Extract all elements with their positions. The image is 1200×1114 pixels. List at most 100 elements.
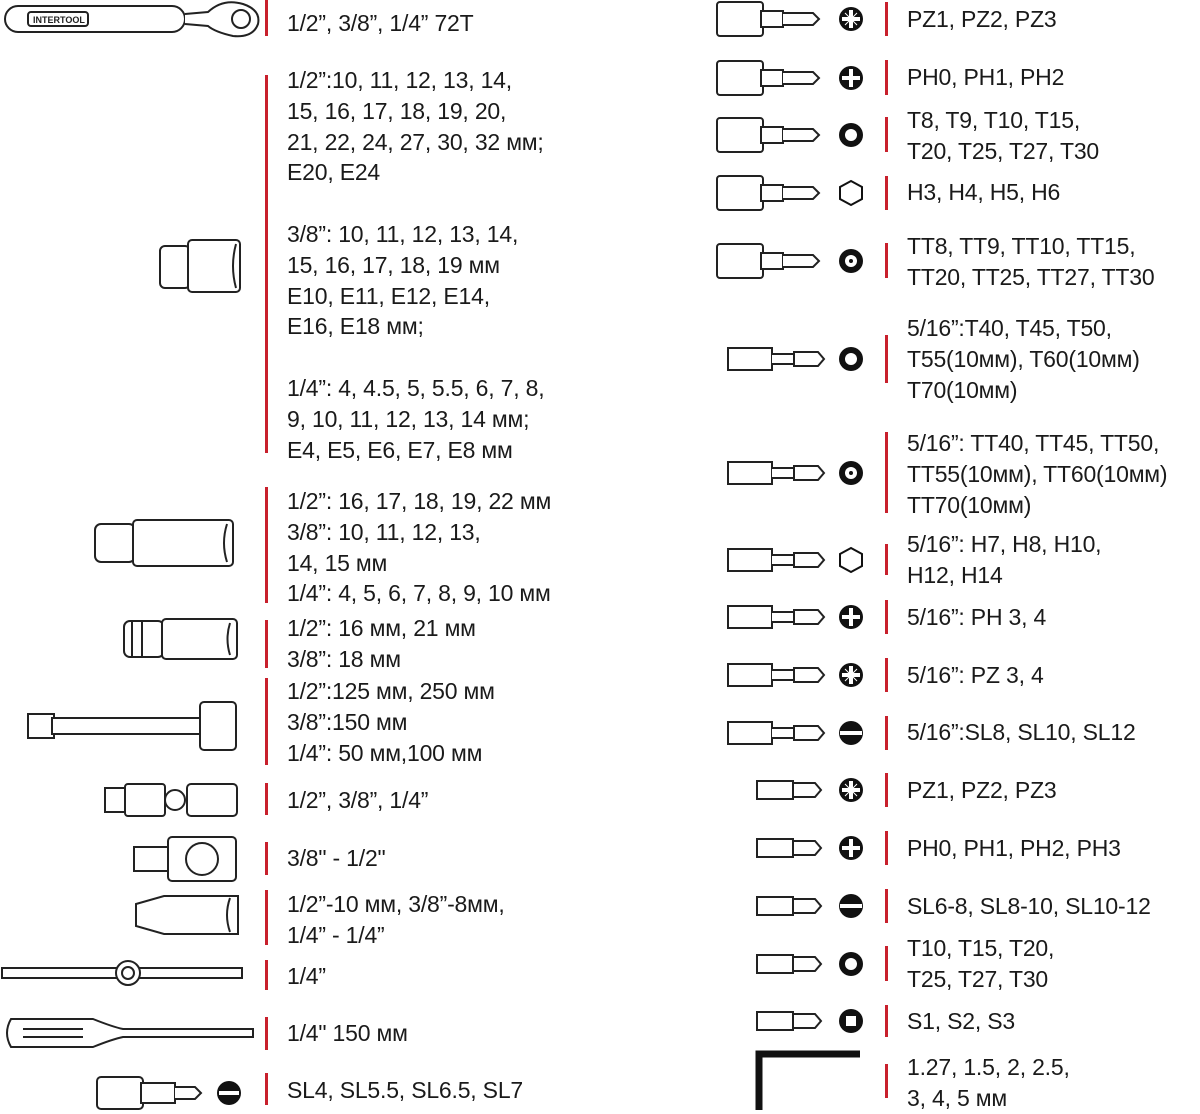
slotted-icon (838, 893, 864, 919)
bit-socket-icon (715, 173, 825, 213)
spec-text: 5/16”: H7, H8, H10, H12, H14 (907, 531, 1102, 588)
spec-text: 1/2”:125 мм, 250 мм 3/8”:150 мм 1/4”: 50… (287, 678, 495, 766)
hex-key-icon (755, 1050, 865, 1112)
torx-icon (838, 951, 864, 977)
bit-socket-icon (715, 0, 825, 39)
bit-socket-icon (715, 115, 825, 155)
spec-text: 5/16”:T40, T45, T50, T55(10мм), T60(10мм… (907, 315, 1140, 403)
bit-socket-icon (715, 241, 825, 281)
spec-text: 1/2”-10 мм, 3/8”-8мм, 1/4” - 1/4” (287, 891, 505, 948)
torx-tamper-icon (838, 460, 864, 486)
spec-text: H3, H4, H5, H6 (907, 179, 1061, 205)
divider-line (885, 716, 888, 750)
spec-text: 1.27, 1.5, 2, 2.5, 3, 4, 5 мм (907, 1054, 1070, 1111)
phillips-icon (838, 835, 864, 861)
divider-line (885, 658, 888, 692)
long-bit-icon (726, 458, 826, 488)
divider-line (265, 678, 268, 765)
spec-text: 1/2”: 16 мм, 21 мм 3/8”: 18 мм (287, 615, 476, 672)
spec-text: SL4, SL5.5, SL6.5, SL7 (287, 1077, 523, 1103)
spec-text: PZ1, PZ2, PZ3 (907, 777, 1057, 803)
pozidriv-icon (838, 662, 864, 688)
spec-text: PZ1, PZ2, PZ3 (907, 6, 1057, 32)
slotted-icon (838, 720, 864, 746)
short-bit-icon (755, 893, 825, 919)
divider-line (885, 773, 888, 807)
hex-icon (838, 546, 864, 573)
divider-line (885, 1005, 888, 1037)
spec-text: SL6-8, SL8-10, SL10-12 (907, 893, 1151, 919)
spec-text: 1/2”: 16, 17, 18, 19, 22 мм 3/8”: 10, 11… (287, 488, 552, 607)
divider-line (265, 620, 268, 668)
phillips-icon (838, 604, 864, 630)
divider-line (885, 889, 888, 923)
torx-icon (838, 346, 864, 372)
divider-line (885, 600, 888, 634)
screwdriver-handle-icon (3, 1013, 258, 1053)
hex-icon (838, 179, 864, 207)
divider-line (265, 487, 268, 603)
spec-text: T8, T9, T10, T15, T20, T25, T27, T30 (907, 107, 1100, 164)
spec-text: TT8, TT9, TT10, TT15, TT20, TT25, TT27, … (907, 233, 1155, 290)
spec-text: 1/4" 150 мм (287, 1020, 408, 1046)
short-bit-icon (755, 777, 825, 803)
divider-line (885, 176, 888, 210)
svg-text:INTERTOOL: INTERTOOL (33, 15, 85, 25)
divider-line (265, 75, 268, 453)
spec-text: 1/4” (287, 963, 326, 989)
spec-text: 1/2”, 3/8”, 1/4” 72T (287, 10, 474, 36)
divider-line (885, 243, 888, 278)
divider-line (265, 960, 268, 990)
square-icon (838, 1008, 864, 1034)
spec-text: 1/2”, 3/8”, 1/4” (287, 787, 429, 813)
divider-line (885, 1064, 888, 1098)
divider-line (885, 831, 888, 865)
bit-adapter-icon (134, 892, 244, 938)
short-bit-icon (755, 951, 825, 977)
divider-line (885, 432, 888, 513)
phillips-icon (838, 65, 864, 91)
divider-line (885, 60, 888, 95)
divider-line (265, 890, 268, 945)
spec-text: 5/16”: PH 3, 4 (907, 604, 1047, 630)
pozidriv-icon (838, 777, 864, 803)
long-bit-icon (726, 344, 826, 374)
spark-plug-socket-icon (122, 617, 242, 661)
spec-text: 3/8" - 1/2" (287, 845, 386, 871)
divider-line (265, 783, 268, 815)
spec-text: 5/16”: TT40, TT45, TT50, TT55(10мм), TT6… (907, 430, 1168, 518)
long-bit-icon (726, 718, 826, 748)
spec-text: PH0, PH1, PH2 (907, 64, 1065, 90)
divider-line (885, 2, 888, 36)
torx-icon (838, 122, 864, 148)
spec-text: 1/2”:10, 11, 12, 13, 14, 15, 16, 17, 18,… (287, 67, 545, 463)
ratchet-icon: INTERTOOL (3, 0, 263, 40)
divider-line (885, 544, 888, 575)
deep-socket-icon (93, 518, 243, 568)
spec-text: 5/16”: PZ 3, 4 (907, 662, 1044, 688)
spec-text: T10, T15, T20, T25, T27, T30 (907, 935, 1055, 992)
divider-line (885, 946, 888, 981)
t-handle-icon (0, 958, 250, 988)
spec-text: S1, S2, S3 (907, 1008, 1015, 1034)
divider-line (265, 1073, 268, 1105)
torx-tamper-icon (838, 248, 864, 274)
bit-socket-slotted-icon (95, 1073, 245, 1113)
adapter-icon (132, 835, 242, 883)
divider-line (265, 842, 268, 875)
socket-icon (158, 238, 248, 294)
divider-line (265, 1017, 268, 1050)
bit-socket-icon (715, 58, 825, 98)
divider-line (885, 117, 888, 152)
long-bit-icon (726, 660, 826, 690)
extension-bar-icon (26, 700, 241, 752)
short-bit-icon (755, 1008, 825, 1034)
divider-line (885, 335, 888, 383)
divider-line (265, 0, 268, 36)
spec-text: PH0, PH1, PH2, PH3 (907, 835, 1121, 861)
long-bit-icon (726, 545, 826, 575)
short-bit-icon (755, 835, 825, 861)
spec-text: 5/16”:SL8, SL10, SL12 (907, 719, 1136, 745)
pozidriv-icon (838, 6, 864, 32)
universal-joint-icon (103, 780, 243, 820)
